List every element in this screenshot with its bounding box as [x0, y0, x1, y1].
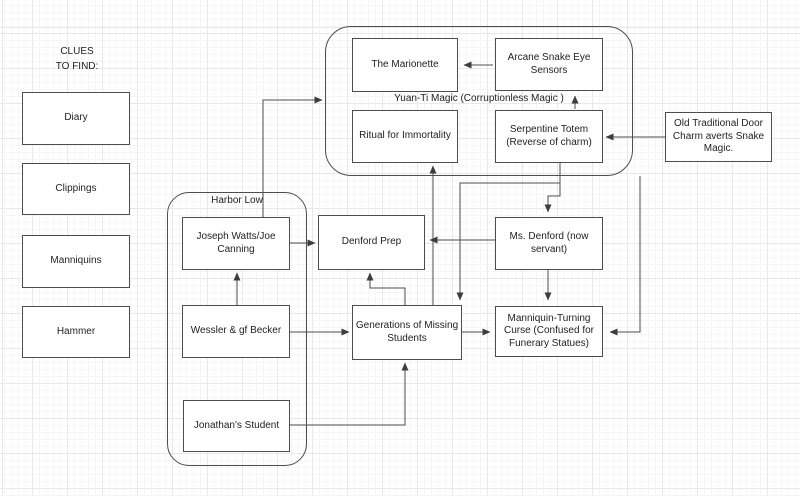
group-harbor-low[interactable]: [167, 192, 307, 466]
node-label: Ms. Denford (now servant): [509, 231, 589, 255]
clue-box-manniquins[interactable]: Manniquins: [22, 235, 130, 288]
node-label: Arcane Snake Eye Sensors: [507, 52, 591, 76]
group-label-yuan-ti-magic: Yuan-Ti Magic (Corruptionless Magic ): [394, 93, 564, 104]
node-label: Denford Prep: [341, 236, 402, 248]
clue-box-clippings[interactable]: Clippings: [22, 163, 130, 215]
node-generations-of-missing-students[interactable]: Generations of Missing Students: [352, 305, 462, 360]
clue-label: Hammer: [56, 325, 96, 337]
clue-box-hammer[interactable]: Hammer: [22, 306, 130, 358]
node-label: Wessler & gf Becker: [190, 325, 282, 337]
edge-generations-to-denfordprep[interactable]: [366, 272, 406, 305]
node-label: Joseph Watts/Joe Canning: [196, 231, 276, 255]
node-label: Jonathan's Student: [193, 419, 280, 431]
clue-box-diary[interactable]: Diary: [22, 92, 130, 145]
node-wessler-gf-becker[interactable]: Wessler & gf Becker: [182, 305, 290, 358]
group-yuan-ti-magic[interactable]: [325, 26, 633, 176]
node-label: Generations of Missing Students: [355, 320, 459, 344]
node-label: Old Traditional Door Charm averts Snake …: [672, 118, 765, 155]
node-arcane-snake-eye-sensors[interactable]: Arcane Snake Eye Sensors: [495, 38, 603, 91]
edge-yuanti-to-curse[interactable]: [609, 176, 641, 336]
node-label: The Marionette: [371, 58, 439, 70]
clue-label: Diary: [64, 112, 88, 124]
clue-label: Manniquins: [50, 255, 102, 267]
edge-serpentine-to-generations[interactable]: [456, 163, 561, 301]
node-label: Ritual for Immortality: [359, 130, 451, 142]
node-manniquin-turning-curse[interactable]: Manniquin-Turning Curse (Confused for Fu…: [495, 306, 603, 357]
node-serpentine-totem[interactable]: Serpentine Totem (Reverse of charm): [495, 110, 603, 163]
node-old-traditional-door-charm[interactable]: Old Traditional Door Charm averts Snake …: [665, 112, 772, 162]
node-jonathans-student[interactable]: Jonathan's Student: [183, 400, 290, 452]
node-label: Manniquin-Turning Curse (Confused for Fu…: [503, 312, 595, 349]
clues-heading: CLUES TO FIND:: [55, 46, 99, 72]
clue-label: Clippings: [55, 182, 97, 194]
edge-jonathan-to-generations[interactable]: [290, 362, 409, 426]
node-denford-prep[interactable]: Denford Prep: [318, 215, 425, 270]
node-joseph-watts-joe-canning[interactable]: Joseph Watts/Joe Canning: [182, 217, 290, 270]
group-label-harbor-low: Harbor Low: [211, 195, 263, 206]
node-ritual-for-immortality[interactable]: Ritual for Immortality: [352, 110, 458, 163]
edge-joseph-to-yuanti[interactable]: [262, 96, 323, 217]
node-label: Serpentine Totem (Reverse of charm): [506, 124, 592, 148]
node-the-marionette[interactable]: The Marionette: [352, 38, 458, 92]
node-ms-denford[interactable]: Ms. Denford (now servant): [495, 217, 603, 270]
